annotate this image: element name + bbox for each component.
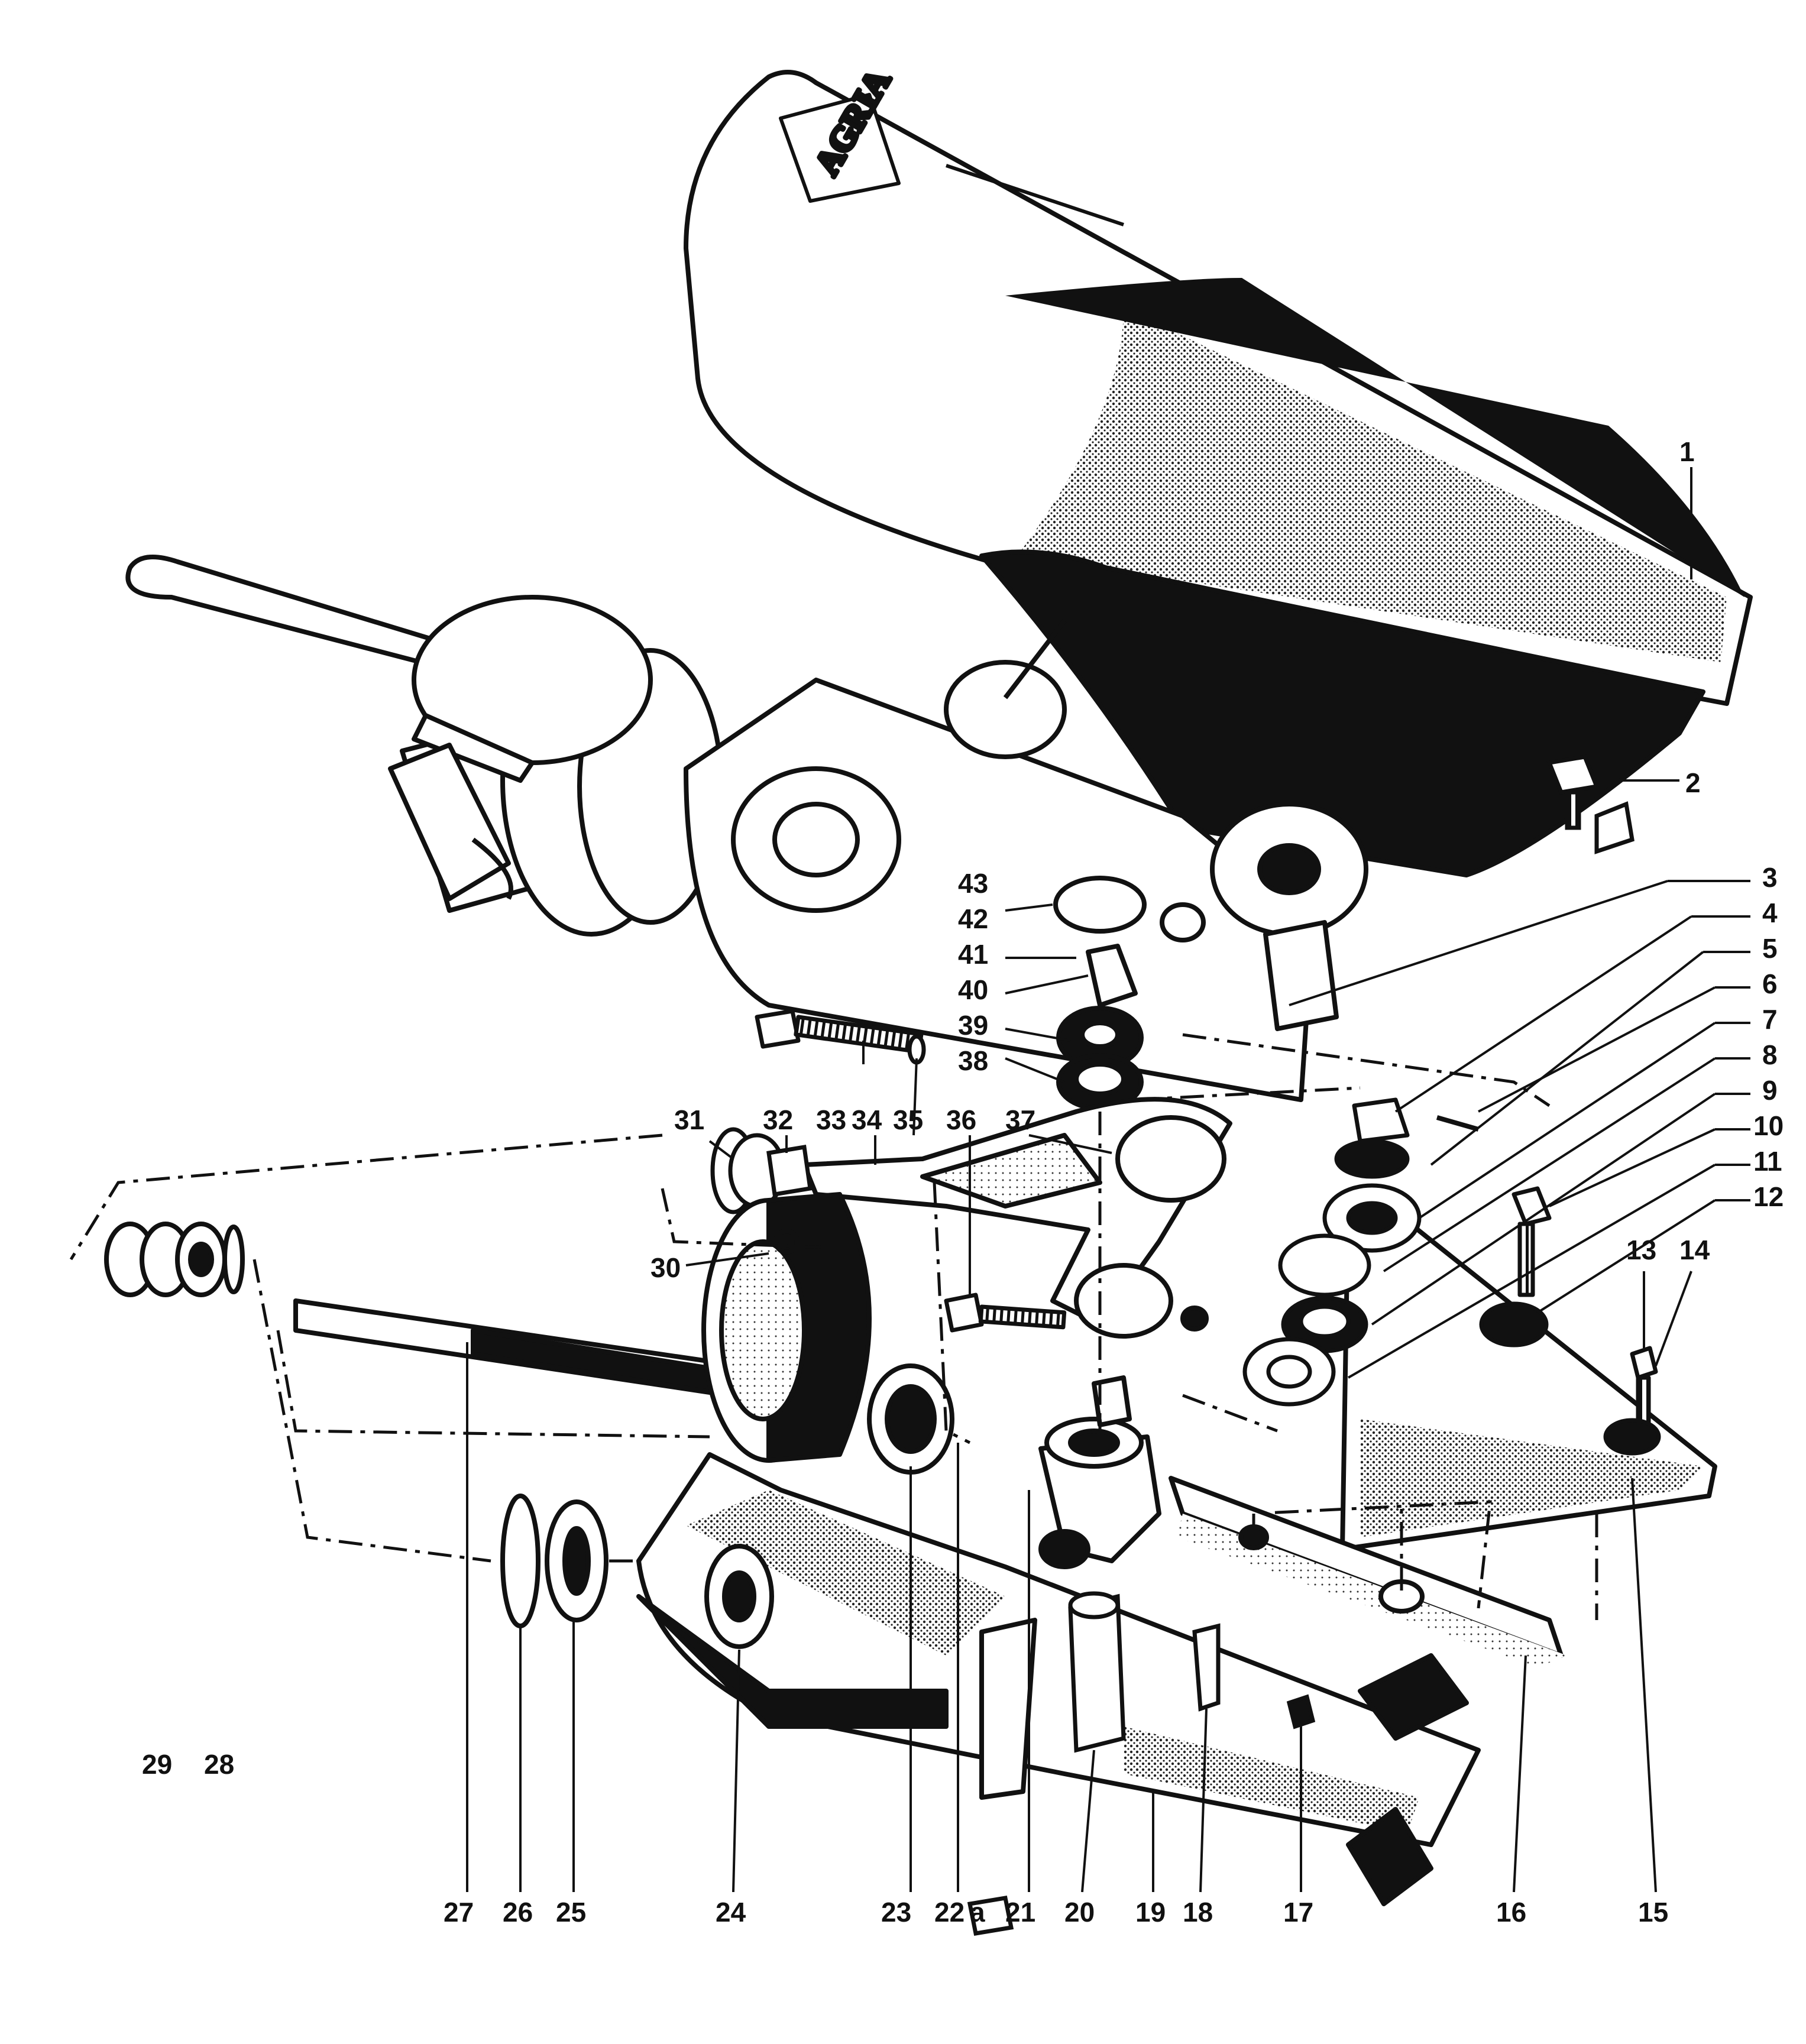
bolts bbox=[755, 1009, 1067, 1333]
label-33: 33 bbox=[816, 1104, 846, 1135]
label-20: 20 bbox=[1064, 1897, 1095, 1928]
label-21: 21 bbox=[1005, 1897, 1035, 1928]
collar-parts bbox=[710, 1127, 813, 1214]
right-stack-parts bbox=[1242, 1097, 1661, 1456]
label-24: 24 bbox=[716, 1897, 746, 1928]
label-43: 43 bbox=[958, 868, 988, 899]
label-34: 34 bbox=[852, 1104, 882, 1135]
label-10: 10 bbox=[1753, 1110, 1784, 1141]
label-39: 39 bbox=[958, 1010, 988, 1041]
upper-stack-parts bbox=[1053, 876, 1147, 1111]
label-9: 9 bbox=[1762, 1075, 1778, 1106]
lower-small-parts bbox=[967, 1591, 1316, 1936]
label-25: 25 bbox=[556, 1897, 586, 1928]
bolt-2 bbox=[1546, 754, 1635, 854]
side-housing bbox=[125, 555, 653, 901]
bearing-housing bbox=[1038, 1375, 1161, 1569]
label-15: 15 bbox=[1638, 1897, 1668, 1928]
label-27: 27 bbox=[444, 1897, 474, 1928]
label-29: 29 bbox=[142, 1749, 172, 1780]
label-31: 31 bbox=[674, 1104, 704, 1135]
fork-arm bbox=[802, 1097, 1232, 1339]
label-3: 3 bbox=[1762, 862, 1778, 893]
label-28: 28 bbox=[204, 1749, 234, 1780]
part-labels: 1 2 3 4 5 6 7 8 9 10 11 12 13 14 15 16 1… bbox=[142, 436, 1784, 1928]
label-23: 23 bbox=[881, 1897, 911, 1928]
label-32: 32 bbox=[763, 1104, 793, 1135]
label-11: 11 bbox=[1753, 1146, 1782, 1177]
label-13: 13 bbox=[1626, 1235, 1656, 1265]
label-2: 2 bbox=[1685, 767, 1701, 798]
label-40: 40 bbox=[958, 974, 988, 1005]
label-18: 18 bbox=[1183, 1897, 1213, 1928]
label-38: 38 bbox=[958, 1045, 988, 1076]
label-12: 12 bbox=[1753, 1181, 1784, 1212]
label-16: 16 bbox=[1496, 1897, 1526, 1928]
label-4: 4 bbox=[1762, 898, 1778, 928]
lower-housing bbox=[636, 1452, 1481, 1906]
right-plate bbox=[1169, 1186, 1717, 1667]
label-42: 42 bbox=[958, 903, 988, 934]
bearing-left bbox=[104, 1222, 245, 1297]
label-35: 35 bbox=[893, 1104, 923, 1135]
label-19: 19 bbox=[1135, 1897, 1166, 1928]
label-41: 41 bbox=[958, 939, 988, 970]
label-17: 17 bbox=[1283, 1897, 1313, 1928]
label-5: 5 bbox=[1762, 933, 1778, 964]
label-7: 7 bbox=[1762, 1004, 1778, 1035]
label-22: 22 bbox=[934, 1897, 965, 1928]
label-14: 14 bbox=[1679, 1235, 1710, 1265]
bearing-center bbox=[500, 1494, 609, 1628]
label-1: 1 bbox=[1679, 436, 1695, 467]
label-26: 26 bbox=[503, 1897, 533, 1928]
label-37: 37 bbox=[1005, 1104, 1035, 1135]
label-6: 6 bbox=[1762, 968, 1778, 999]
assembly-dash-lines bbox=[69, 1033, 1598, 1620]
label-36: 36 bbox=[946, 1104, 976, 1135]
label-a: a bbox=[970, 1897, 985, 1928]
pulley-shaft bbox=[293, 1192, 954, 1475]
leader-lines bbox=[466, 467, 1750, 1893]
label-8: 8 bbox=[1762, 1039, 1778, 1070]
label-30: 30 bbox=[650, 1252, 681, 1283]
